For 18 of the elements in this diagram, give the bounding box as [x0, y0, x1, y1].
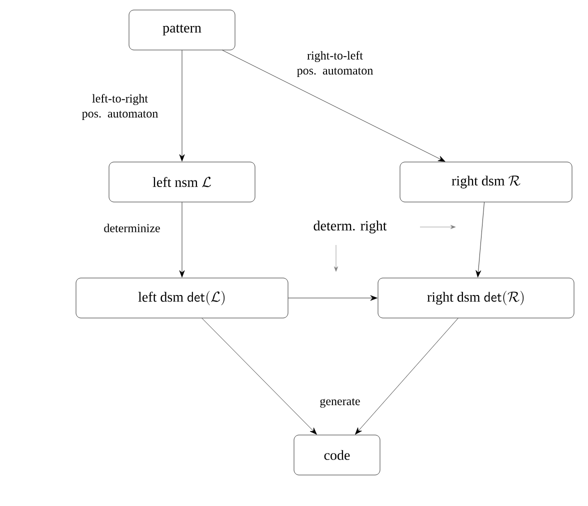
process-box: code: [294, 434, 380, 476]
edge-label: generate: [320, 398, 360, 408]
arrow: [179, 50, 185, 162]
note-text: determ. right: [314, 220, 387, 234]
arrow: [179, 202, 185, 278]
edge-label: determinize: [104, 224, 160, 232]
process-box: $\text{left dsm }\mathsf{det}(\mathcal{L})$: [76, 278, 288, 318]
process-box: pattern: [128, 10, 236, 50]
process-box: $\text{right dsm }\mathcal{R}$: [400, 162, 572, 202]
edge-label: left-to-right pos. automaton: [82, 94, 158, 120]
arrow: [476, 202, 484, 278]
arrow: [355, 318, 458, 435]
edge-label: right-to-left pos. automaton: [297, 51, 373, 77]
arrow: [202, 318, 317, 435]
arrow: [222, 50, 446, 162]
process-box: $\text{right dsm }\mathsf{det}(\mathcal{R})$: [378, 278, 574, 318]
process-box: $\text{left nsm }\mathcal{L}$: [108, 162, 256, 202]
arrow: [288, 295, 378, 301]
